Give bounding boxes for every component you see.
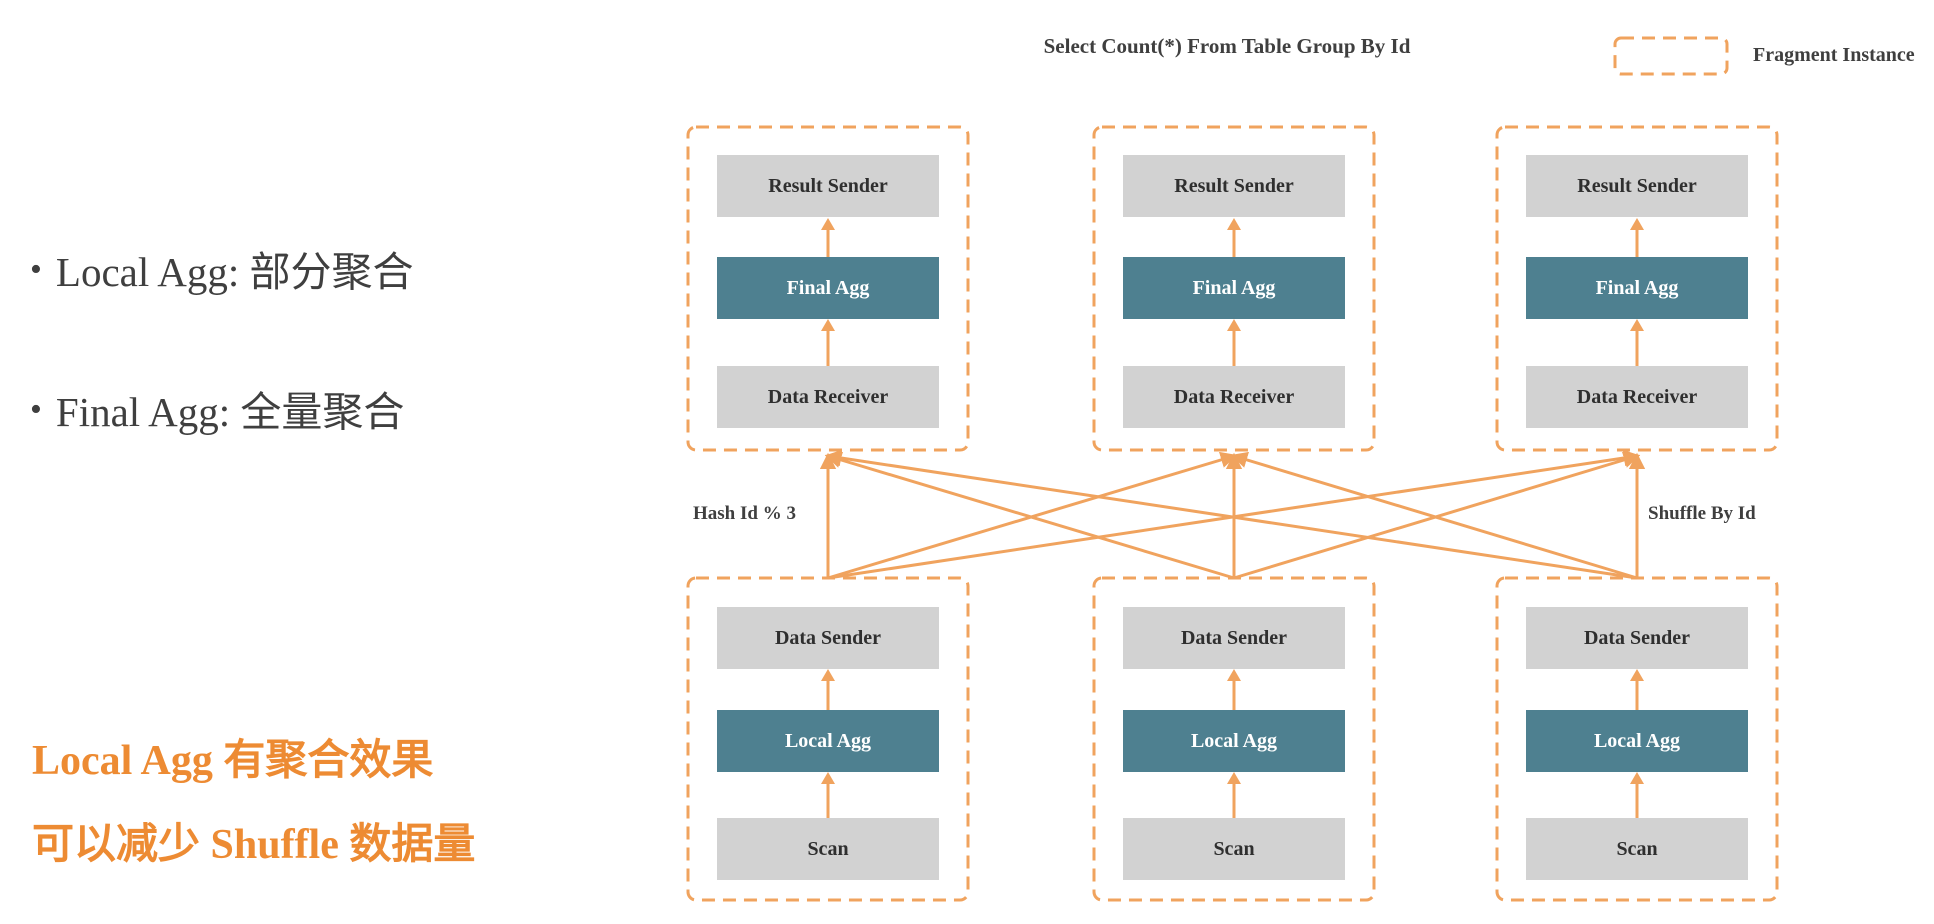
op-box-final-agg: Final Agg xyxy=(1526,257,1748,319)
bullet-note-final-agg: • Final Agg: 全量聚合 xyxy=(30,378,404,438)
up-arrow-icon xyxy=(820,319,836,366)
fragment-instance-top-3: Result Sender Final Agg Data Receiver xyxy=(1497,127,1777,450)
bullet-icon: • xyxy=(30,391,42,428)
shuffle-label-hash: Hash Id % 3 xyxy=(693,503,796,524)
op-box-result-sender: Result Sender xyxy=(1526,155,1748,217)
up-arrow-icon xyxy=(1226,669,1242,710)
up-arrow-icon xyxy=(1629,218,1645,257)
bullet-note-local-agg: • Local Agg: 部分聚合 xyxy=(30,238,413,298)
op-box-local-agg: Local Agg xyxy=(717,710,939,772)
up-arrow-icon xyxy=(1629,319,1645,366)
up-arrow-icon xyxy=(820,772,836,818)
bullet-icon: • xyxy=(30,251,42,288)
op-box-local-agg: Local Agg xyxy=(1526,710,1748,772)
highlight-note-line-1: Local Agg 有聚合效果 xyxy=(32,738,434,784)
shuffle-arrows xyxy=(819,449,1646,580)
op-box-scan: Scan xyxy=(717,818,939,880)
fragment-instance-top-2: Result Sender Final Agg Data Receiver xyxy=(1094,127,1374,450)
bullet-text: Final Agg: 全量聚合 xyxy=(55,389,405,435)
shuffle-label-shuffle-by-id: Shuffle By Id xyxy=(1648,503,1756,524)
up-arrow-icon xyxy=(1226,319,1242,366)
legend-swatch xyxy=(1613,36,1729,76)
fragment-border-top-2 xyxy=(1092,125,1376,452)
fragment-instance-top-1: Result Sender Final Agg Data Receiver xyxy=(688,127,968,450)
highlight-note-line-2: 可以减少 Shuffle 数据量 xyxy=(32,822,476,868)
op-box-local-agg: Local Agg xyxy=(1123,710,1345,772)
op-box-data-receiver: Data Receiver xyxy=(1526,366,1748,428)
fragment-instance-bottom-2: Data Sender Local Agg Scan xyxy=(1094,578,1374,900)
slide-title: Select Count(*) From Table Group By Id xyxy=(1043,34,1411,58)
fragment-instance-bottom-3: Data Sender Local Agg Scan xyxy=(1497,578,1777,900)
op-box-scan: Scan xyxy=(1526,818,1748,880)
fragment-instance-bottom-1: Data Sender Local Agg Scan xyxy=(688,578,968,900)
op-box-result-sender: Result Sender xyxy=(1123,155,1345,217)
op-box-data-sender: Data Sender xyxy=(717,607,939,669)
op-box-data-receiver: Data Receiver xyxy=(1123,366,1345,428)
bullet-text: Local Agg: 部分聚合 xyxy=(55,249,414,295)
op-box-data-sender: Data Sender xyxy=(1526,607,1748,669)
op-box-data-receiver: Data Receiver xyxy=(717,366,939,428)
up-arrow-icon xyxy=(1226,218,1242,257)
fragment-border-top-1 xyxy=(686,125,970,452)
op-box-scan: Scan xyxy=(1123,818,1345,880)
up-arrow-icon xyxy=(1629,669,1645,710)
op-box-data-sender: Data Sender xyxy=(1123,607,1345,669)
up-arrow-icon xyxy=(1629,772,1645,818)
up-arrow-icon xyxy=(1226,772,1242,818)
fragment-border-top-3 xyxy=(1495,125,1779,452)
legend-label: Fragment Instance xyxy=(1753,44,1915,66)
up-arrow-icon xyxy=(820,218,836,257)
op-box-final-agg: Final Agg xyxy=(717,257,939,319)
op-box-result-sender: Result Sender xyxy=(717,155,939,217)
up-arrow-icon xyxy=(820,669,836,710)
op-box-final-agg: Final Agg xyxy=(1123,257,1345,319)
